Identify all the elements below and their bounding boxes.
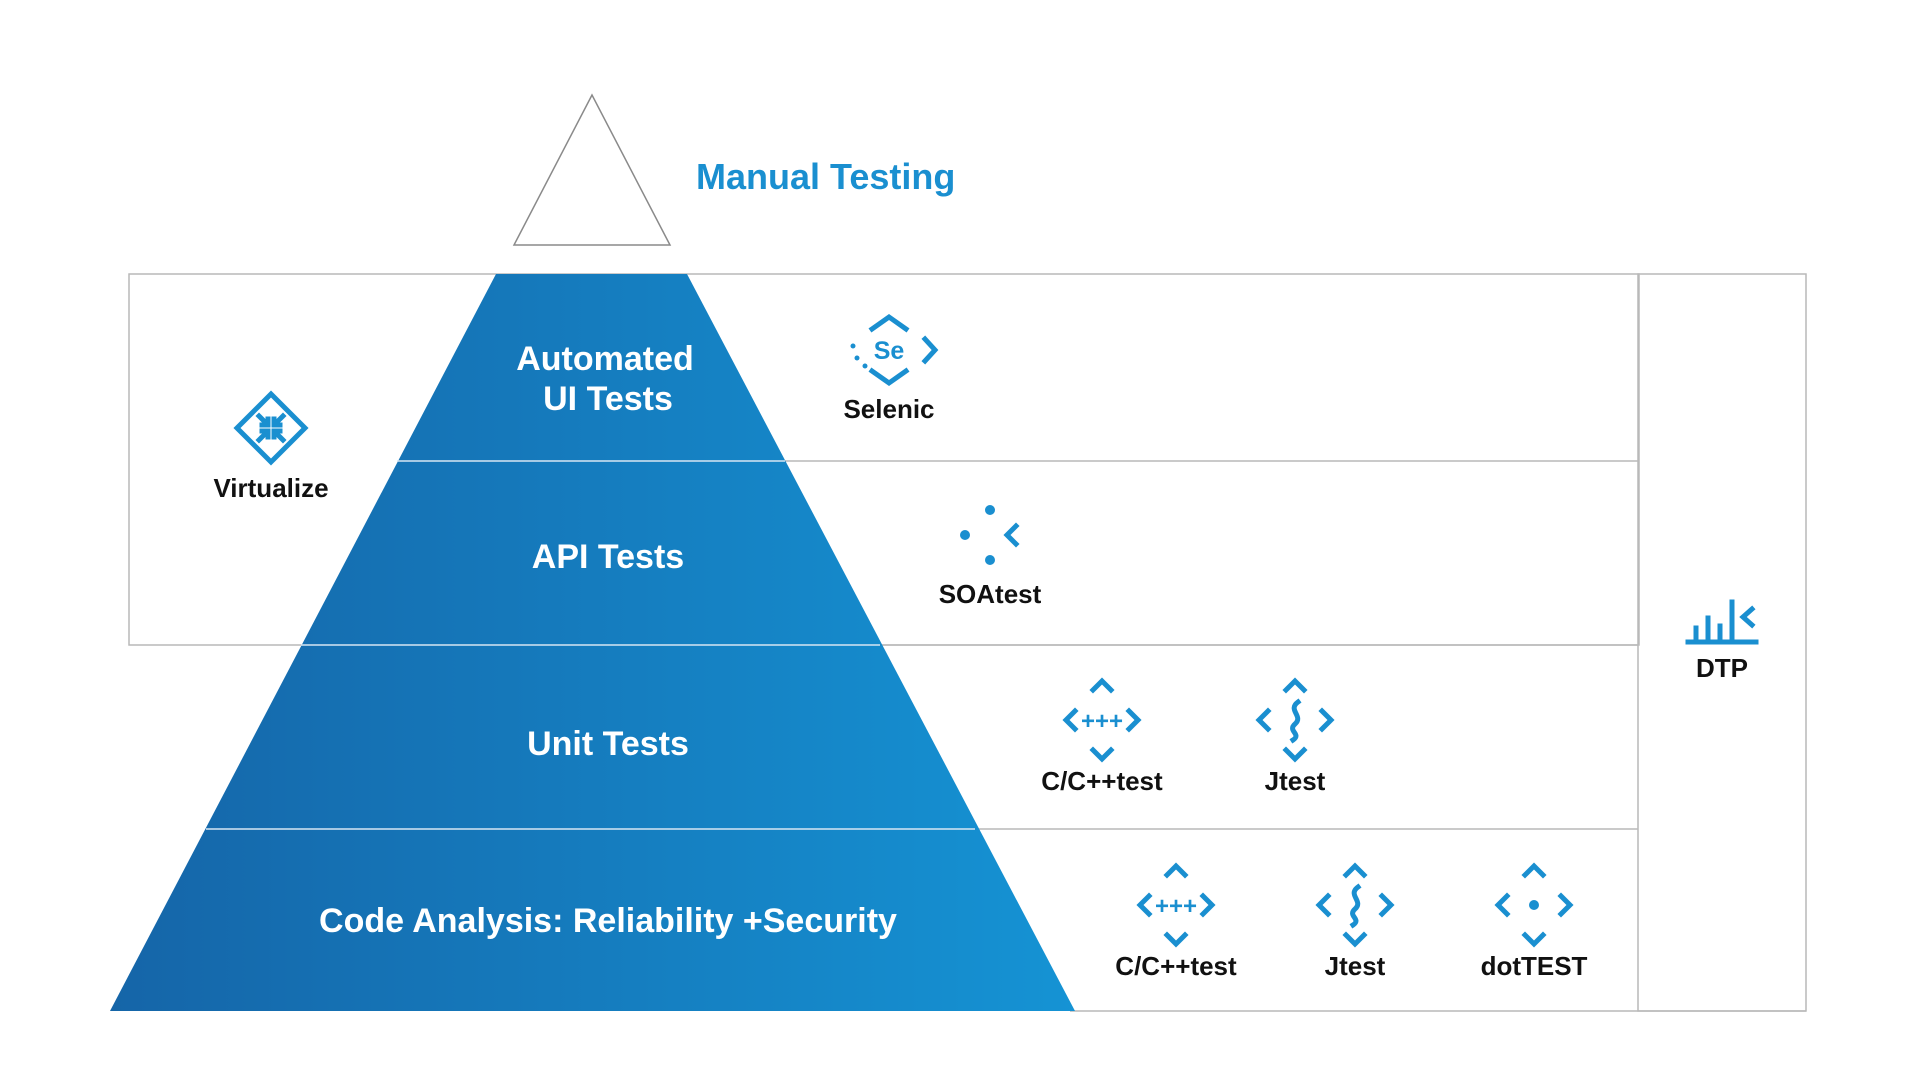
virtualize-label: Virtualize [213,473,328,503]
code-analysis-label: Code Analysis: Reliability +Security [319,902,897,940]
soatest-icon [960,505,1020,565]
jtest-icon [1315,862,1395,948]
pyramid-body [110,274,1075,1011]
ca-dottest-label: dotTEST [1481,951,1588,981]
ca-cpptest-label: C/C++test [1115,951,1237,981]
virtualize-icon [233,390,309,466]
cpptest-icon: +++ [1136,862,1216,948]
dtp-label: DTP [1696,653,1748,683]
api-tests-label: API Tests [532,538,684,576]
unit-jtest-label: Jtest [1265,766,1326,796]
dtp-icon [1685,599,1759,645]
selenic-icon-text: Se [874,337,905,365]
manual-testing-label: Manual Testing [696,156,955,197]
dottest-icon [1494,862,1574,948]
cpptest-icon-text: +++ [1155,893,1197,920]
unit-tests-label: Unit Tests [527,725,689,763]
jtest-icon [1255,677,1335,763]
manual-testing-triangle [512,93,672,246]
unit-cpptest-label: C/C++test [1041,766,1163,796]
ca-jtest-label: Jtest [1325,951,1386,981]
selenic-label: Selenic [843,394,934,424]
soatest-label: SOAtest [939,579,1042,609]
automated-ui-tests-label-line2: UI Tests [543,380,673,418]
cpptest-icon-text: +++ [1081,708,1123,735]
automated-ui-tests-label-line1: Automated [516,340,694,378]
cpptest-icon: +++ [1062,677,1142,763]
selenic-icon: Se [850,313,939,387]
